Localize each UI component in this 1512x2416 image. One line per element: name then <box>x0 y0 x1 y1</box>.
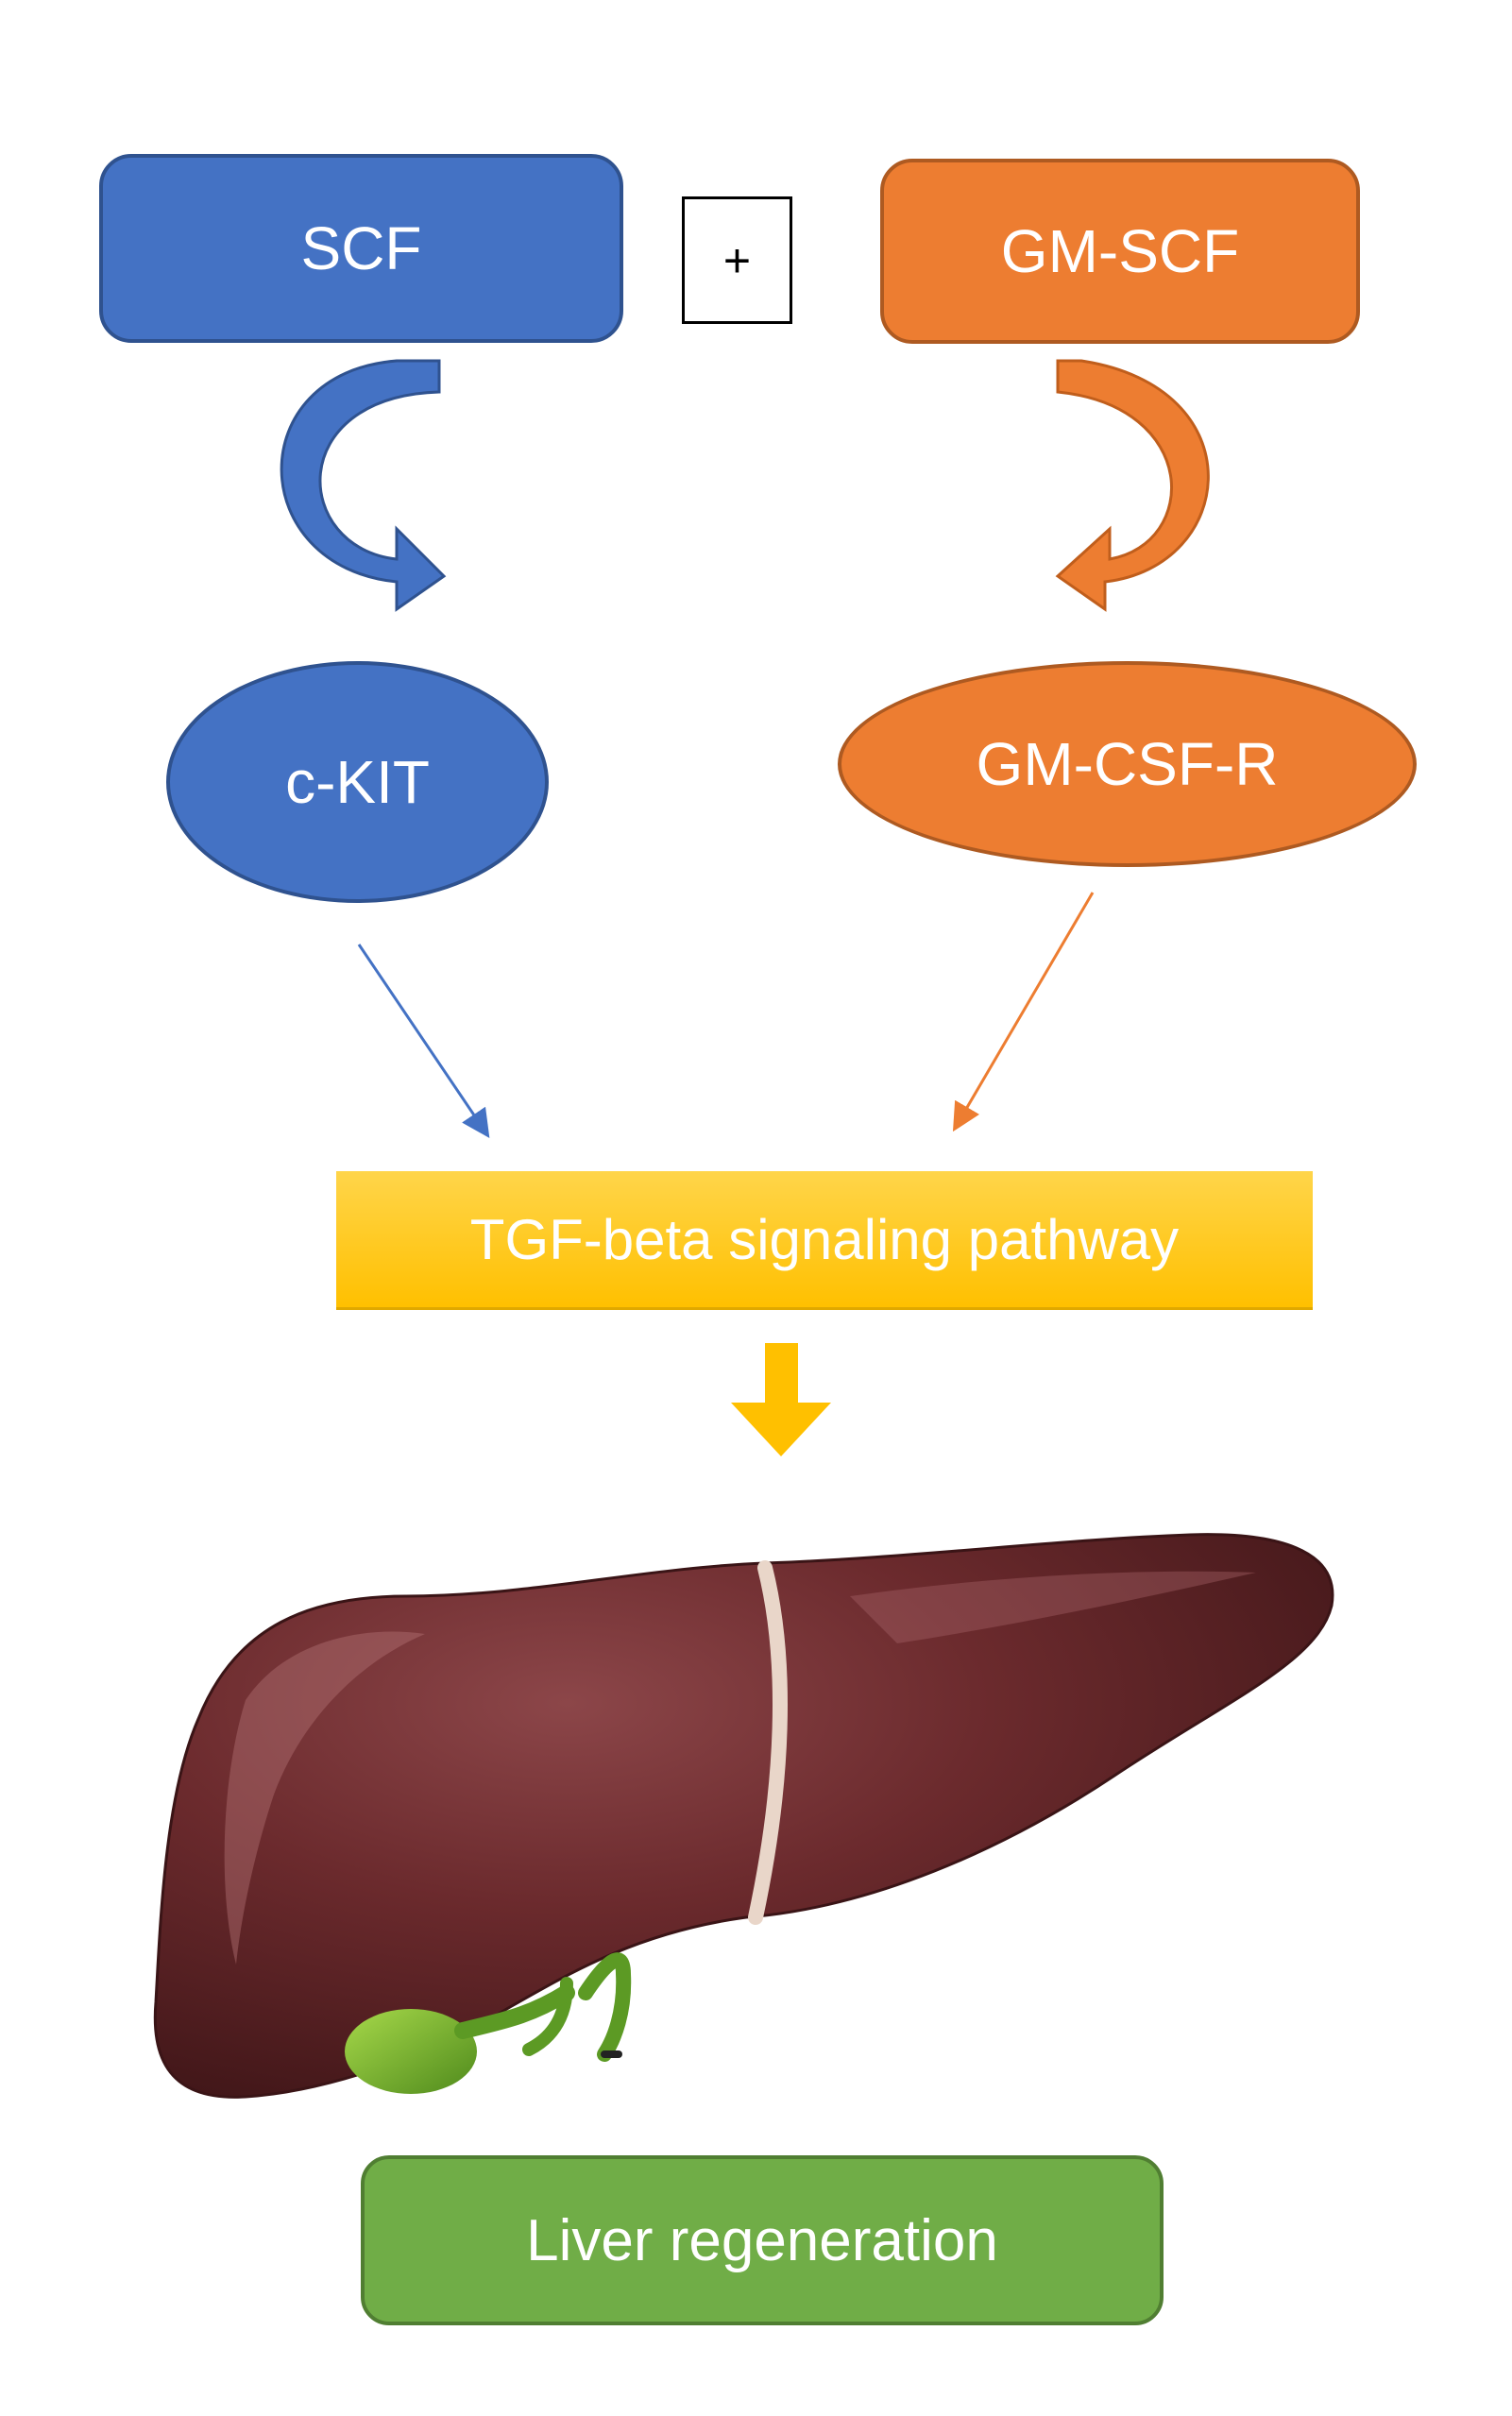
c-kit-label: c-KIT <box>285 748 430 816</box>
liver-regeneration-label: Liver regeneration <box>526 2207 998 2273</box>
arrow-ckit-to-tgf <box>357 944 490 1138</box>
plus-box: + <box>682 196 792 324</box>
gm-scf-box: GM-SCF <box>880 159 1360 344</box>
gm-csf-r-label: GM-CSF-R <box>976 730 1279 798</box>
liver-regeneration-box: Liver regeneration <box>361 2155 1164 2325</box>
tgf-beta-pathway-box: TGF-beta signaling pathway <box>336 1171 1313 1310</box>
arrow-down-icon <box>731 1343 831 1456</box>
plus-label: + <box>722 233 752 287</box>
c-kit-node: c-KIT <box>166 661 549 903</box>
gm-scf-label: GM-SCF <box>1000 217 1240 285</box>
scf-box: SCF <box>99 154 623 343</box>
arrow-gmcsfr-to-tgf <box>952 892 1095 1132</box>
tgf-beta-pathway-label: TGF-beta signaling pathway <box>469 1207 1180 1271</box>
liver-illustration <box>153 1533 1334 2099</box>
scf-label: SCF <box>300 214 422 282</box>
curved-arrow-icon-blue <box>280 359 447 612</box>
curved-arrow-icon-orange <box>1055 359 1210 612</box>
gm-csf-r-node: GM-CSF-R <box>838 661 1417 867</box>
